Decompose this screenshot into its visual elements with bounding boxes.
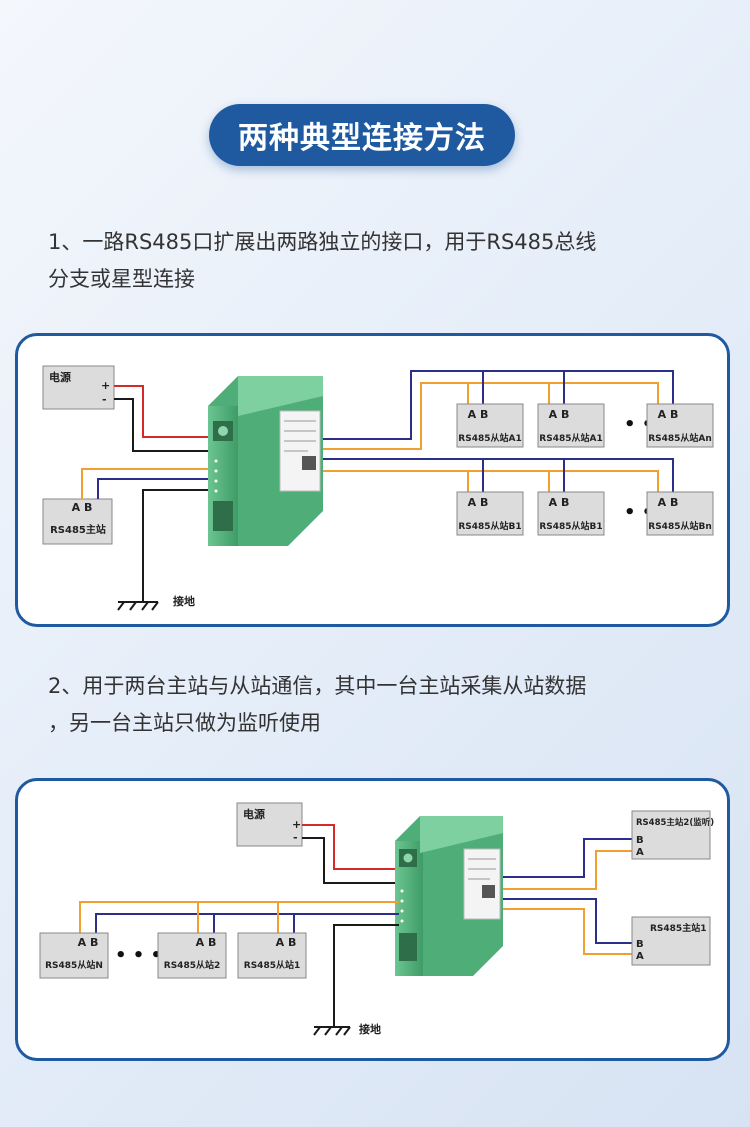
slave-n-box: A B RS485从站N bbox=[39, 932, 109, 979]
master1-label: RS485主站1 bbox=[650, 922, 706, 934]
isolator-module-2 bbox=[395, 816, 503, 976]
method1-text-line1: 1、一路RS485口扩展出两路独立的接口，用于RS485总线 bbox=[48, 230, 597, 254]
slave-n-label: RS485从站N bbox=[45, 959, 103, 971]
wire-master1-a bbox=[503, 908, 633, 955]
slave-a2-label: RS485从站A1 bbox=[539, 432, 602, 444]
slave-b1-label: RS485从站B1 bbox=[458, 520, 521, 532]
diagram-1: 电源 + - A B RS485主站 接地 bbox=[42, 365, 714, 611]
slave-an-box: A B RS485从站An bbox=[646, 403, 714, 448]
power-minus: - bbox=[102, 393, 107, 406]
slave-b1-ab: A B bbox=[468, 496, 489, 509]
slave-an-label: RS485从站An bbox=[648, 432, 712, 444]
master1-box: RS485主站1 B A bbox=[631, 916, 711, 966]
slave-2-label: RS485从站2 bbox=[164, 959, 220, 971]
wire-master-a bbox=[81, 468, 218, 499]
master2-box: RS485主站2(监听) B A bbox=[631, 810, 714, 860]
wire-ground bbox=[142, 489, 218, 601]
wire-bus-top-a bbox=[323, 382, 659, 450]
diagram-panel-2: 电源 + - 接地 bbox=[15, 778, 730, 1061]
slave-a1-ab: A B bbox=[468, 408, 489, 421]
wire-master1-b bbox=[503, 898, 633, 944]
power-supply-box-2: 电源 + - bbox=[236, 802, 303, 847]
power-label-2: 电源 bbox=[243, 807, 265, 821]
wire-slave-bus-a bbox=[79, 901, 399, 933]
method2-text-line2: ，另一台主站只做为监听使用 bbox=[48, 711, 321, 735]
wire-slave-bus-b bbox=[95, 913, 399, 933]
ground-label: 接地 bbox=[173, 594, 195, 608]
wire-power-negative bbox=[114, 398, 218, 452]
diagram-panel-1: 电源 + - A B RS485主站 接地 bbox=[15, 333, 730, 627]
section-title: 两种典型连接方法 bbox=[209, 104, 515, 166]
wire-bus-top-b bbox=[323, 370, 674, 440]
wire-master2-b bbox=[503, 838, 633, 878]
slave-b2-box: A B RS485从站B1 bbox=[537, 491, 605, 536]
master2-a-label: A bbox=[636, 847, 644, 858]
ground-icon-2 bbox=[313, 1026, 351, 1036]
power-plus: + bbox=[101, 379, 110, 392]
slave-bn-ab: A B bbox=[658, 496, 679, 509]
diagram-2: 电源 + - 接地 bbox=[39, 802, 714, 1036]
method2-text-line1: 2、用于两台主站与从站通信，其中一台主站采集从站数据 bbox=[48, 674, 587, 698]
master-ab-label: A B bbox=[72, 501, 93, 514]
ellipsis-slaves: • • • bbox=[115, 945, 162, 966]
power-minus-2: - bbox=[293, 831, 298, 844]
slave-b2-label: RS485从站B1 bbox=[539, 520, 602, 532]
slave-b2-ab: A B bbox=[549, 496, 570, 509]
slave-1-label: RS485从站1 bbox=[244, 959, 300, 971]
wire-power-positive bbox=[114, 385, 218, 438]
slave-a1-box: A B RS485从站A1 bbox=[456, 403, 524, 448]
slave-a1-label: RS485从站A1 bbox=[458, 432, 521, 444]
slave-n-ab: A B bbox=[78, 936, 99, 949]
slave-a2-ab: A B bbox=[549, 408, 570, 421]
master-label: RS485主站 bbox=[50, 523, 106, 536]
slave-b1-box: A B RS485从站B1 bbox=[456, 491, 524, 536]
method1-text-line2: 分支或星型连接 bbox=[48, 267, 195, 291]
wire-ground-2 bbox=[333, 924, 399, 1026]
wire-master2-a bbox=[503, 850, 633, 890]
ground-icon bbox=[117, 601, 159, 611]
master1-a-label: A bbox=[636, 951, 644, 962]
slave-an-ab: A B bbox=[658, 408, 679, 421]
slave-bn-label: RS485从站Bn bbox=[648, 520, 711, 532]
wire-power-negative-2 bbox=[302, 837, 399, 884]
master1-b-label: B bbox=[636, 939, 644, 950]
wire-power-positive-2 bbox=[302, 824, 399, 870]
slave-2-ab: A B bbox=[196, 936, 217, 949]
slave-1-box: A B RS485从站1 bbox=[237, 932, 307, 979]
slave-2-box: A B RS485从站2 bbox=[157, 932, 227, 979]
method2-description: 2、用于两台主站与从站通信，其中一台主站采集从站数据 ，另一台主站只做为监听使用 bbox=[48, 668, 708, 742]
ground-label-2: 接地 bbox=[359, 1022, 381, 1036]
slave-a2-box: A B RS485从站A1 bbox=[537, 403, 605, 448]
power-supply-box: 电源 + - bbox=[42, 365, 115, 410]
master-box: A B RS485主站 bbox=[42, 498, 113, 545]
master2-b-label: B bbox=[636, 835, 644, 846]
slave-1-ab: A B bbox=[276, 936, 297, 949]
slave-bn-box: A B RS485从站Bn bbox=[646, 491, 714, 536]
power-label: 电源 bbox=[49, 370, 71, 384]
wire-bus-bottom-a bbox=[323, 470, 659, 492]
wire-bus-bottom-b bbox=[323, 458, 674, 492]
master2-label: RS485主站2(监听) bbox=[636, 817, 714, 828]
isolator-module bbox=[208, 376, 323, 546]
wire-master-b bbox=[97, 478, 218, 499]
method1-description: 1、一路RS485口扩展出两路独立的接口，用于RS485总线 分支或星型连接 bbox=[48, 224, 708, 298]
power-plus-2: + bbox=[292, 818, 301, 831]
